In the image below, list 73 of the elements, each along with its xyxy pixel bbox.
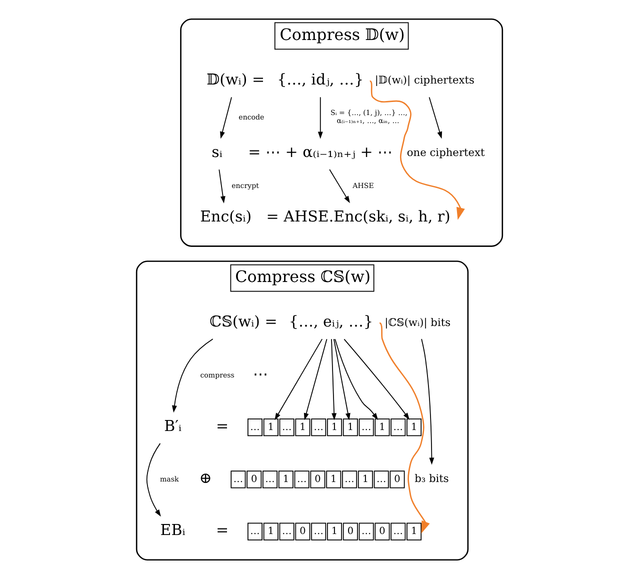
node-text: = ⋯ + α₍ᵢ₋₁₎ₙ₊ⱼ + ⋯ bbox=[248, 143, 392, 162]
node-box: 1 bbox=[357, 470, 372, 488]
node-box: … bbox=[373, 470, 388, 488]
label: = bbox=[216, 521, 228, 540]
node-box: … bbox=[246, 418, 262, 436]
arrow bbox=[146, 443, 160, 517]
arrow bbox=[220, 96, 232, 139]
node-text: Enc(sᵢ) bbox=[200, 208, 252, 226]
arrow bbox=[328, 169, 350, 204]
node-box: … bbox=[358, 418, 374, 436]
node-box: 0 bbox=[374, 522, 390, 540]
arrow bbox=[218, 169, 225, 204]
node-box: 1 bbox=[326, 418, 342, 436]
node-text: |ℂ𝕊(wᵢ)| bits bbox=[384, 316, 450, 329]
label: ⊕ bbox=[198, 469, 212, 488]
node-box: 1 bbox=[262, 522, 278, 540]
node-box: … bbox=[358, 522, 374, 540]
node-text: sᵢ bbox=[211, 143, 222, 162]
edge-label: AHSE bbox=[352, 180, 374, 190]
arrow bbox=[317, 96, 322, 139]
node-box: … bbox=[246, 522, 262, 540]
arrow bbox=[303, 338, 327, 420]
node-box: 1 bbox=[262, 418, 278, 436]
node-box: 0 bbox=[389, 470, 404, 488]
node-text: EBᵢ bbox=[160, 521, 185, 540]
node-box: 1 bbox=[326, 470, 341, 488]
arrow bbox=[420, 338, 434, 465]
node-text: |𝔻(wᵢ)| ciphertexts bbox=[374, 74, 474, 87]
node-box: … bbox=[342, 470, 357, 488]
node-box: … bbox=[310, 418, 326, 436]
edge-label: mask bbox=[160, 474, 178, 484]
node-text: B′ᵢ bbox=[164, 416, 182, 435]
label: ⋯ bbox=[252, 364, 268, 383]
arrow bbox=[274, 338, 322, 420]
node-text: {…, eᵢⱼ, …} bbox=[288, 312, 373, 331]
node-text: b₃ bits bbox=[414, 473, 448, 486]
arrow bbox=[368, 80, 464, 220]
edge-label: encode bbox=[238, 112, 264, 122]
arrow bbox=[334, 338, 378, 420]
node-box: … bbox=[294, 470, 309, 488]
edge-label: Sᵢ = {…, (1, j), …} …, α₍ᵢ₋₁₎ₙ₊₁, …, αᵢₙ, … bbox=[330, 108, 407, 125]
node-box: 1 bbox=[374, 418, 390, 436]
node-box: 1 bbox=[294, 418, 310, 436]
node-box: … bbox=[390, 522, 406, 540]
arrow bbox=[428, 96, 442, 139]
node-box: … bbox=[230, 470, 246, 488]
node-box: … bbox=[278, 418, 294, 436]
node-box: 0 bbox=[294, 522, 310, 540]
node-box: … bbox=[278, 522, 294, 540]
edge-label: encrypt bbox=[231, 180, 258, 190]
arrow bbox=[343, 338, 410, 420]
node-box: 1 bbox=[406, 418, 422, 436]
node-box: 1 bbox=[406, 522, 422, 540]
node-text: = AHSE.Enc(skᵢ, sᵢ, h, r) bbox=[266, 208, 450, 226]
arrow bbox=[378, 322, 430, 534]
arrow bbox=[171, 338, 213, 413]
node-box: … bbox=[390, 418, 406, 436]
node-text: ℂ𝕊(wᵢ) = bbox=[209, 312, 277, 331]
node-text: {…, idⱼ, …} bbox=[276, 70, 364, 89]
node-box: 0 bbox=[246, 470, 262, 488]
node-box: 0 bbox=[342, 522, 358, 540]
node-box: … bbox=[262, 470, 278, 488]
arrow bbox=[330, 338, 336, 420]
node-box: … bbox=[310, 522, 326, 540]
node-text: 𝔻(wᵢ) = bbox=[206, 70, 264, 89]
node-box: 1 bbox=[326, 522, 342, 540]
node-text: one ciphertext bbox=[406, 147, 484, 160]
node-box: 0 bbox=[310, 470, 325, 488]
arrow bbox=[332, 338, 350, 420]
node-box: 1 bbox=[342, 418, 358, 436]
edge-label: compress bbox=[200, 370, 234, 380]
node-box: 1 bbox=[278, 470, 293, 488]
label: = bbox=[216, 416, 228, 435]
